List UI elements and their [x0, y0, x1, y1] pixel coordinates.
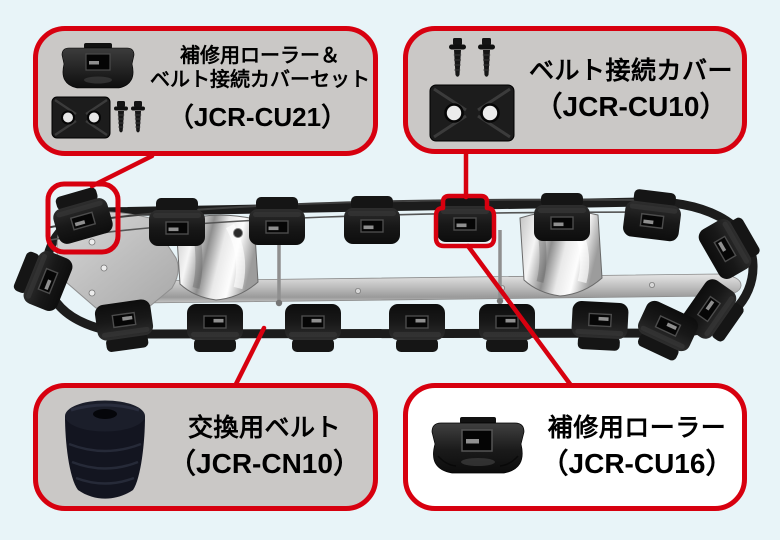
- leader-line-belt: [233, 325, 267, 387]
- repair-roller-icon: [416, 416, 540, 478]
- plate-rivet: [100, 264, 108, 272]
- screw-icon: [449, 38, 466, 80]
- callout-title: ベルト接続カバー: [528, 56, 733, 85]
- callout-product-code: （JCR-CN10）: [168, 448, 361, 480]
- support-rod-tip: [275, 299, 283, 307]
- callout-product-code: （JCR-CU16）: [540, 448, 734, 480]
- highlight-roller-set-area: [45, 181, 121, 255]
- annotations: [45, 151, 573, 387]
- leader-line-roller: [465, 243, 573, 387]
- plate-rivet: [88, 289, 96, 297]
- highlight-repair-roller: [433, 193, 497, 249]
- callout-repair-roller: 補修用ローラー （JCR-CU16）: [403, 383, 747, 511]
- callout-product-code: （JCR-CU10）: [534, 91, 728, 123]
- callout-product-code: （JCR-CU21）: [167, 101, 348, 132]
- screw-icon: [114, 100, 128, 135]
- callout-replacement-belt: 交換用ベルト （JCR-CN10）: [33, 383, 378, 511]
- screw-icon: [478, 38, 495, 80]
- callout-title: 交換用ベルト: [187, 413, 341, 442]
- rail-rivet: [649, 281, 656, 288]
- callout-belt-cover: ベルト接続カバー （JCR-CU10）: [403, 26, 747, 154]
- belt-roll-icon: [46, 394, 164, 500]
- callout-title-line2: ベルト接続カバーセット: [150, 69, 370, 91]
- plate-rivet: [88, 238, 96, 246]
- screw-icon: [131, 100, 145, 135]
- cover-plate-icon: [429, 84, 515, 142]
- callout-title: 補修用ローラー: [547, 413, 727, 442]
- cover-plate-icon: [51, 96, 111, 139]
- leader-line-set: [89, 153, 155, 189]
- callout-roller-cover-set: 補修用ローラー＆ ベルト接続カバーセット: [33, 26, 378, 156]
- callout-title-line1: 補修用ローラー＆: [180, 44, 340, 67]
- repair-roller-icon: [46, 43, 150, 93]
- rail-rivet: [354, 287, 361, 294]
- support-rod-tip: [496, 297, 504, 305]
